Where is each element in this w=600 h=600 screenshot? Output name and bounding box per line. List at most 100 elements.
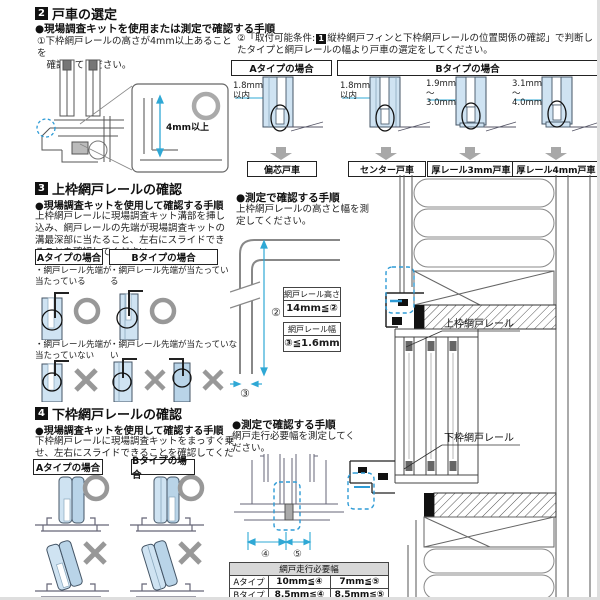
ok-circle-icon	[149, 297, 177, 325]
roller1-dim: 1.8mm 以内	[233, 81, 264, 101]
roller-diagram-thick3mm	[428, 76, 517, 132]
hatched-sill-top	[423, 304, 557, 330]
section4-number-badge: 4	[35, 407, 48, 420]
s3-rail-profile-diagram: ② ③	[230, 239, 340, 398]
roller-diagram-center	[342, 76, 431, 132]
down-arrow-icon	[375, 147, 397, 160]
s4-measure-heading: ●測定で確認する手順	[232, 419, 336, 431]
s2-typeB-header: Bタイプの場合	[337, 60, 598, 76]
section3-number-badge: 3	[35, 182, 48, 195]
section4-title: 下枠網戸レールの確認	[52, 408, 183, 423]
section4-header: 4 下枠網戸レールの確認	[35, 404, 182, 423]
row-c1: 10mm≦④	[268, 575, 331, 589]
s4-measure-body: 網戸走行必要幅を測定してください。	[232, 431, 355, 454]
width-dimension-arrows	[246, 532, 312, 550]
table-row: Aタイプ 10mm≦④ 7mm≦⑤	[229, 575, 389, 589]
down-arrow-icon	[545, 147, 567, 160]
page-scan-edge-bottom	[0, 597, 600, 600]
roller-diagram-eccentric	[235, 76, 324, 132]
ok-circle-icon	[177, 475, 205, 502]
roller4-dim: 3.1mm 〜 4.0mm	[512, 79, 543, 108]
dim2-label: ②	[271, 306, 281, 319]
dim4-label: ④	[261, 549, 270, 560]
section1-ref-badge: 1	[316, 34, 327, 44]
section2-subtitle: ●現場調査キットを使用または測定で確認する手順	[35, 23, 276, 35]
s3-ngA-diagram	[41, 360, 98, 402]
dim3-label: ③	[240, 387, 250, 398]
s4-okB-diagram	[130, 475, 205, 532]
s3-okA-label: ・網戸レール先端が当たっている	[35, 266, 112, 287]
insulation-coils-top	[413, 178, 555, 268]
s3-ngA-label: ・網戸レール先端が当たっていない	[35, 340, 112, 361]
section2-header: 2 戸車の選定	[35, 4, 117, 23]
section3-header: 3 上枠網戸レールの確認	[35, 179, 182, 198]
roller3-dim: 1.9mm 〜 3.0mm	[426, 79, 457, 108]
s3-ngB2-diagram	[169, 358, 224, 402]
ng-cross-icon	[74, 368, 98, 392]
roller2-dim: 1.8mm 以内	[340, 81, 371, 101]
dim5-label: ⑤	[293, 549, 302, 560]
s3-measure-body: 上枠網戸レールの高さと幅を測定してください。	[236, 204, 370, 227]
s4-ngB-diagram	[130, 540, 204, 598]
ng-cross-icon	[83, 541, 107, 565]
board-bottom	[423, 516, 555, 548]
magnifier-callout: 4mm以上	[131, 83, 229, 173]
s4-okA-diagram	[35, 475, 110, 532]
s3-typeB-header: Bタイプの場合	[109, 249, 218, 265]
s4-kit-heading: ●現場調査キットを使用して確認する手順	[35, 426, 224, 437]
s4-bottom-rail-diagram: ④ ⑤	[234, 454, 344, 560]
roller2-label: センター戸車	[348, 161, 426, 177]
height-dimension-arrow	[260, 239, 268, 377]
board-top	[413, 270, 555, 306]
insulation-coils-bottom	[423, 548, 555, 600]
rail-height-spec-box: 網戸レール高さ 14mm≦②	[283, 287, 341, 317]
travel-width-table: 網戸走行必要幅 Aタイプ 10mm≦④ 7mm≦⑤ Bタイプ 8.5mm≦④ 8…	[229, 562, 389, 600]
rail-width-spec-box: 網戸レール幅 ③≦1.6mm	[283, 322, 341, 352]
step2-suffix: 縦枠網戸フィンと下枠網戸レールの位置関係の確認」で判断したタイプと網戸レールの幅…	[237, 33, 594, 56]
s2-typeA-header: Aタイプの場合	[231, 60, 332, 76]
roller-diagram-thick4mm	[514, 76, 600, 132]
down-arrow-icon	[270, 147, 292, 160]
s3-typeA-header: Aタイプの場合	[35, 249, 103, 265]
rail-height-value: 14mm≦②	[283, 300, 341, 317]
sill-fixing-top	[414, 305, 424, 329]
ng-cross-icon	[178, 541, 202, 565]
detail-focus-box	[273, 481, 301, 531]
s3-okA-diagram	[41, 292, 101, 340]
s3-okB-label: ・網戸レール先端が当たっている	[110, 266, 229, 287]
down-arrow-icon	[459, 147, 481, 160]
section2-title: 戸車の選定	[52, 8, 118, 23]
s3-ngB-label: ・網戸レール先端が当たっていない	[110, 340, 238, 361]
s4-typeA-header: Aタイプの場合	[33, 459, 103, 475]
sill-fixing-bottom	[424, 493, 434, 517]
ng-cross-icon	[144, 369, 166, 391]
detail-focus-circle	[36, 118, 56, 138]
width-dimension-arrow	[230, 380, 262, 388]
ok-circle-icon	[82, 475, 110, 502]
lower-rail-check-diagram: 4mm以上	[36, 59, 229, 173]
s3-kit-heading: ●現場調査キットを使用して確認する手順	[35, 201, 224, 212]
s3-measure-heading: ●測定で確認する手順	[236, 192, 340, 204]
row-type: Aタイプ	[229, 575, 269, 589]
rail-width-value: ③≦1.6mm	[283, 335, 341, 352]
table-header: 網戸走行必要幅	[229, 562, 389, 576]
section3-title: 上枠網戸レールの確認	[52, 183, 183, 198]
lower-rail-label: 下枠網戸レール	[444, 431, 514, 444]
upper-rail-label: 上枠網戸レール	[444, 317, 514, 330]
rail-height-title: 網戸レール高さ	[283, 287, 341, 301]
s3-ngB1-diagram	[112, 358, 166, 402]
s4-typeB-header: Bタイプの場合	[131, 456, 195, 481]
s3-okB-diagram	[116, 290, 177, 340]
rail-width-title: 網戸レール幅	[283, 322, 341, 336]
ok-circle-icon	[73, 297, 101, 325]
ok-circle-icon	[191, 91, 221, 121]
hatched-sill-bottom	[433, 492, 557, 518]
window-cross-section-drawing: 上枠網戸レール 下枠網戸レール	[347, 175, 599, 600]
detail-focus-box-top	[385, 266, 415, 314]
ng-cross-icon	[202, 369, 224, 391]
section2-number-badge: 2	[35, 7, 48, 20]
s4-ngA-diagram	[35, 540, 109, 598]
detail-focus-box-bottom	[347, 472, 375, 510]
